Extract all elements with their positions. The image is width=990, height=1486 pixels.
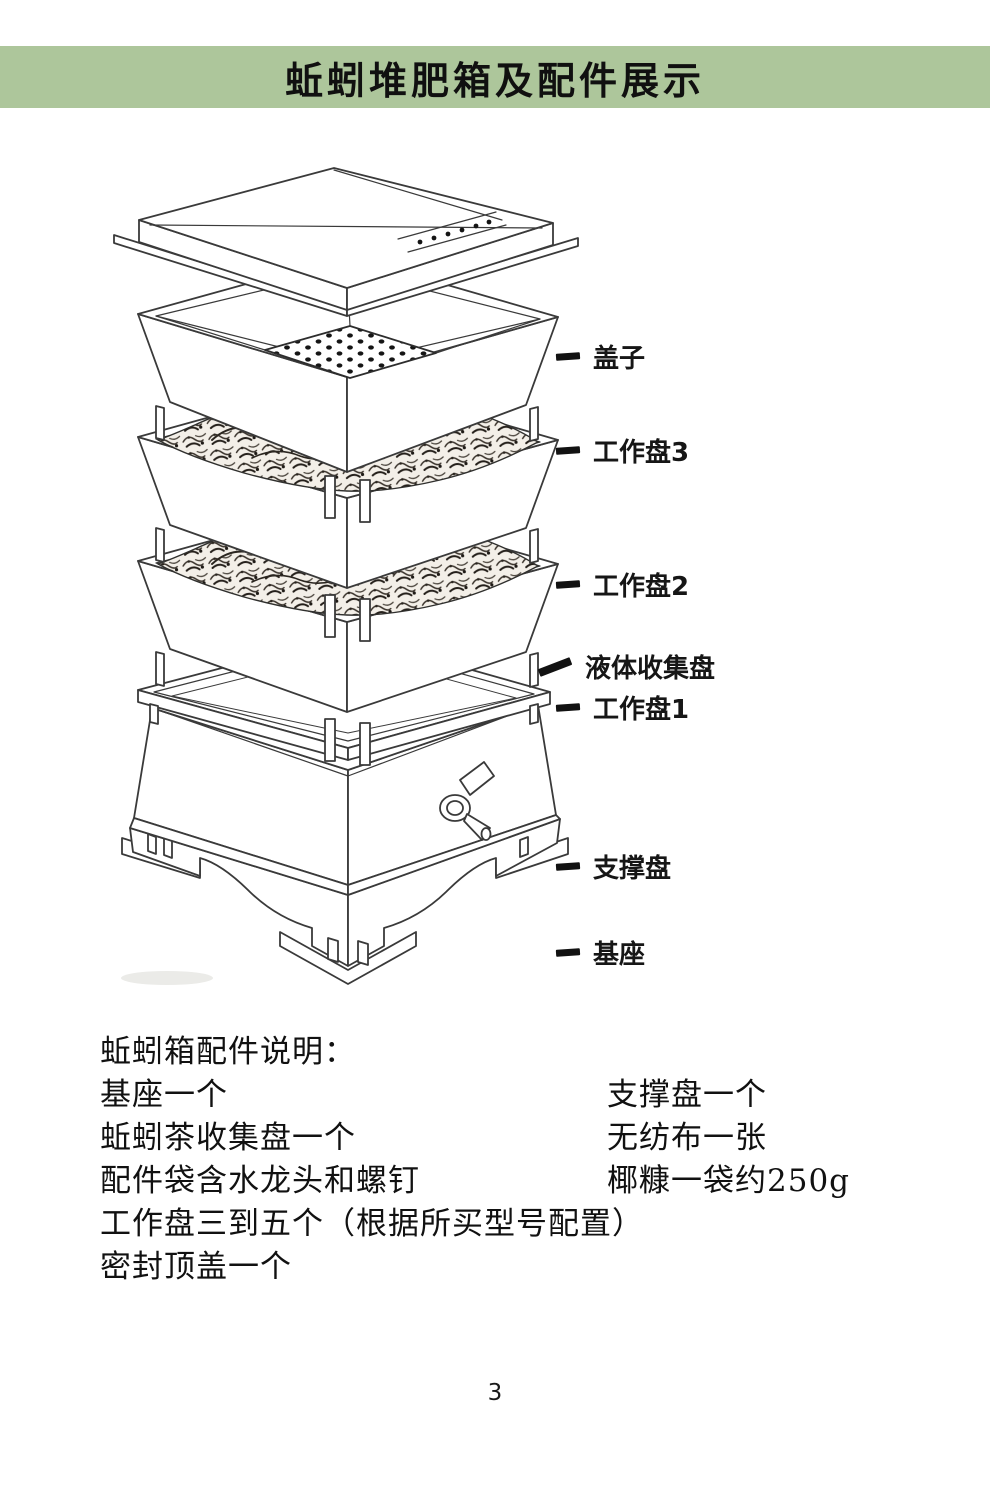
accessories-notes: 蚯蚓箱配件说明： 基座一个 支撑盘一个 蚯蚓茶收集盘一个 无纺布一张 配件袋含水龙头… [100, 1031, 930, 1289]
part-label-tray3: 工作盘3 [555, 432, 690, 469]
connector-dash [555, 580, 581, 589]
part-label-tray1: 工作盘1 [555, 689, 690, 726]
notes-row: 配件袋含水龙头和螺钉 椰糠一袋约250g [100, 1160, 930, 1203]
part-label-collection-tray: 液体收集盘 [537, 648, 716, 685]
vent-holes [397, 211, 507, 253]
connector-dash [555, 446, 581, 455]
part-label-text: 基座 [593, 940, 646, 970]
connector-dash [537, 656, 573, 677]
exploded-diagram: 盖子 工作盘3 工作盘2 工作盘1 液体收集盘 支撑盘 基座 [72, 140, 715, 1010]
part-label-text: 工作盘1 [593, 695, 690, 725]
notes-cell: 基座一个 [100, 1077, 228, 1113]
part-label-text: 工作盘2 [593, 572, 690, 602]
part-label-text: 液体收集盘 [585, 654, 716, 684]
notes-heading: 蚯蚓箱配件说明： [100, 1034, 356, 1070]
part-label-lid: 盖子 [555, 338, 646, 375]
notes-row: 密封顶盖一个 [100, 1249, 292, 1285]
notes-cell: 支撑盘一个 [607, 1077, 767, 1113]
notes-row: 基座一个 支撑盘一个 [100, 1074, 930, 1117]
faucet-drawing [439, 761, 495, 841]
part-label-base: 基座 [555, 934, 646, 971]
notes-row: 工作盘三到五个（根据所买型号配置） [100, 1206, 644, 1242]
part-label-tray2: 工作盘2 [555, 566, 690, 603]
connector-dash [555, 948, 581, 957]
connector-dash [555, 862, 581, 871]
page-number: 3 [487, 1380, 503, 1406]
part-label-text: 工作盘3 [593, 438, 690, 468]
page-title: 蚯蚓堆肥箱及配件展示 [284, 57, 705, 103]
notes-cell: 椰糠一袋约250g [607, 1163, 851, 1199]
connector-dash [555, 703, 581, 712]
part-label-support-tray: 支撑盘 [555, 848, 672, 885]
diagram-svg [113, 167, 579, 985]
notes-row: 蚯蚓茶收集盘一个 无纺布一张 [100, 1117, 930, 1160]
notes-cell: 蚯蚓茶收集盘一个 [100, 1120, 356, 1156]
title-banner: 蚯蚓堆肥箱及配件展示 [0, 46, 990, 108]
base-drawing [121, 818, 569, 985]
notes-cell: 无纺布一张 [607, 1120, 767, 1156]
connector-dash [555, 352, 581, 361]
lid-drawing [113, 167, 579, 317]
part-label-text: 支撑盘 [593, 854, 672, 884]
hole-grid [264, 325, 437, 379]
notes-cell: 配件袋含水龙头和螺钉 [100, 1163, 420, 1199]
part-label-text: 盖子 [593, 344, 646, 374]
